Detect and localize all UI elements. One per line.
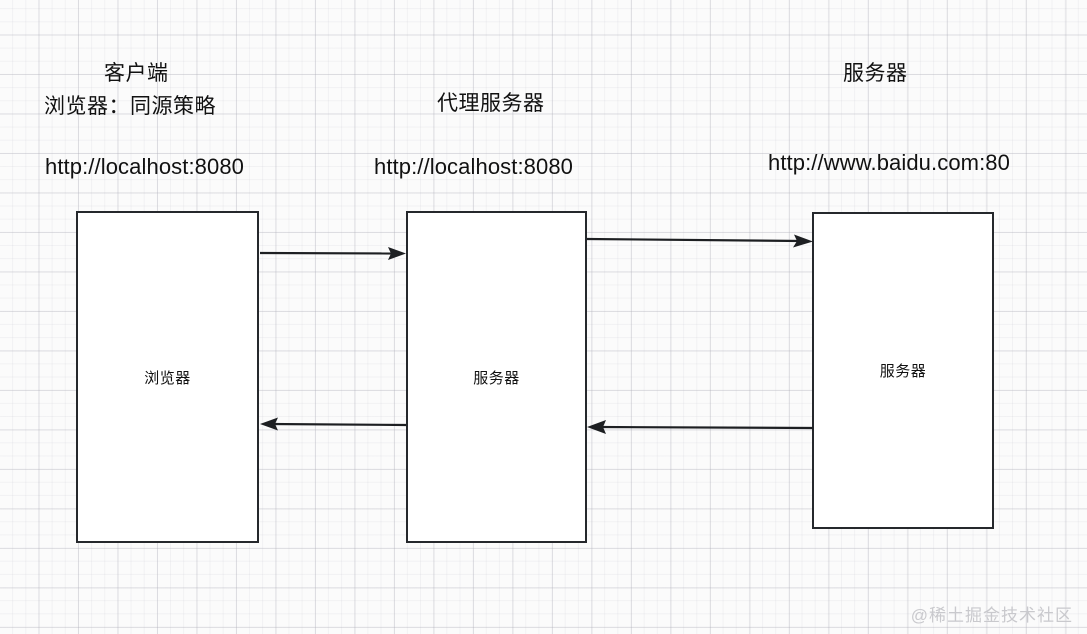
proxy-url-label: http://localhost:8080 [374,154,574,179]
server-url-label: http://www.baidu.com:80 [768,150,1010,175]
watermark-label: @稀土掘金技术社区 [910,606,1073,625]
client-policy-label: 浏览器：同源策略 [44,95,216,118]
server-node-label: 服务器 [879,363,927,380]
browser-node-label: 浏览器 [144,369,191,387]
proxy-to-server-request-arrow [586,234,813,248]
proxy-title: 代理服务器 [437,92,545,115]
client-to-proxy-request-arrow [259,247,406,260]
server-title: 服务器 [843,62,908,85]
server-node-box: 服务器 [812,212,994,529]
proxy-node-box: 服务器 [406,211,587,543]
proxy-to-client-response-arrow [260,417,407,431]
server-to-proxy-response-arrow [587,420,814,434]
client-title: 客户端 [104,62,169,85]
browser-node-box: 浏览器 [76,211,259,543]
proxy-node-label: 服务器 [473,369,520,387]
client-url-label: http://localhost:8080 [45,154,245,179]
